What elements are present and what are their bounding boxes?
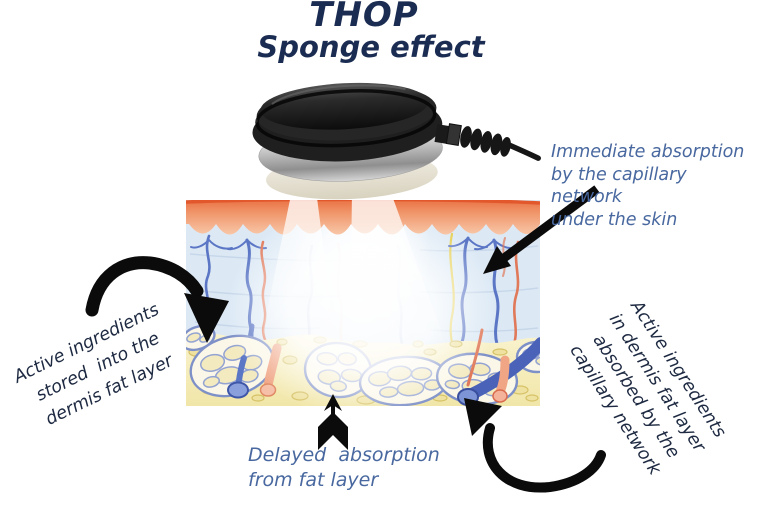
ultrasound-beams	[260, 200, 448, 350]
label-line: by the capillary network	[551, 164, 698, 208]
label-line: under the skin	[551, 209, 678, 230]
label-line: from fat layer	[248, 469, 379, 491]
device-dome	[260, 82, 429, 130]
device-cable	[434, 123, 541, 161]
page-title: THOP	[309, 0, 419, 35]
page-subtitle: Sponge effect	[257, 30, 485, 64]
label-line: Delayed absorption	[248, 444, 440, 466]
curved-arrow-into-fat-right-icon	[464, 398, 606, 493]
annotation-arrows	[85, 185, 606, 493]
straight-arrow-into-dermis-icon	[483, 185, 600, 274]
handpiece-device	[252, 82, 541, 200]
label-line: Immediate absorption	[551, 142, 745, 162]
skin-cross-section	[186, 200, 540, 406]
label-immediate-absorption: Immediate absorption by the capillary ne…	[551, 141, 768, 231]
label-delayed-absorption: Delayed absorption from fat layer	[248, 443, 440, 493]
up-arrow-from-fat-icon	[318, 394, 348, 450]
curved-arrow-into-fat-left-icon	[85, 256, 229, 343]
